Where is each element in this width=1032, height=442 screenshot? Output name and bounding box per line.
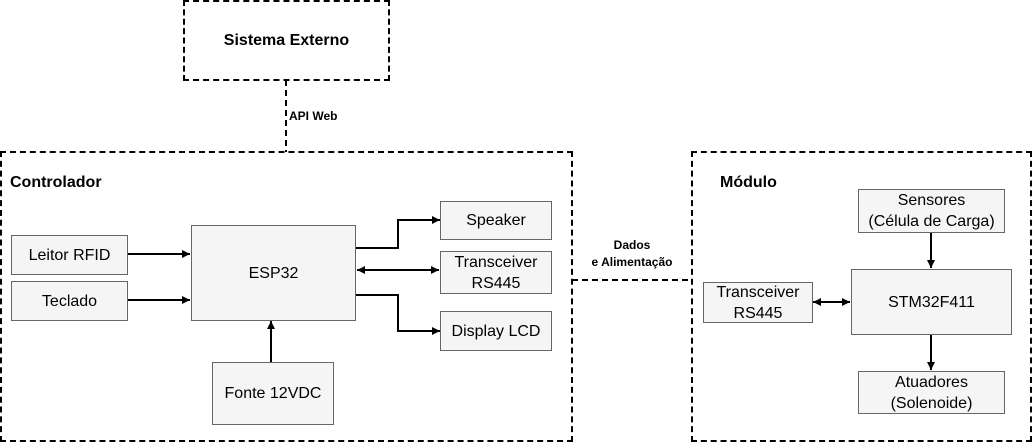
external-system-title: Sistema Externo [223, 31, 350, 49]
rfid-reader-block: Leitor RFID [11, 235, 128, 275]
power-supply-block: Fonte 12VDC [212, 362, 334, 425]
display-lcd-block: Display LCD [440, 311, 552, 351]
controller-title: Controlador [10, 174, 102, 191]
sensors-block: Sensores (Célula de Carga) [858, 189, 1005, 233]
controller-transceiver-block: Transceiver RS445 [440, 251, 552, 294]
bus-link-label: Dados e Alimentação [578, 237, 686, 271]
esp32-block: ESP32 [191, 225, 356, 321]
module-transceiver-block: Transceiver RS445 [703, 282, 813, 323]
module-title: Módulo [720, 174, 777, 191]
speaker-block: Speaker [440, 201, 552, 240]
actuators-block: Atuadores (Solenoide) [858, 371, 1005, 414]
keypad-block: Teclado [11, 281, 128, 321]
external-system-box: Sistema Externo [183, 0, 390, 81]
esp32-to-display-arrow [356, 294, 440, 335]
controller-frame [0, 151, 573, 442]
esp32-to-speaker-arrow [356, 216, 440, 249]
stm32-block: STM32F411 [851, 269, 1012, 335]
api-link-label: API Web [289, 108, 349, 125]
module-frame [691, 151, 1032, 442]
